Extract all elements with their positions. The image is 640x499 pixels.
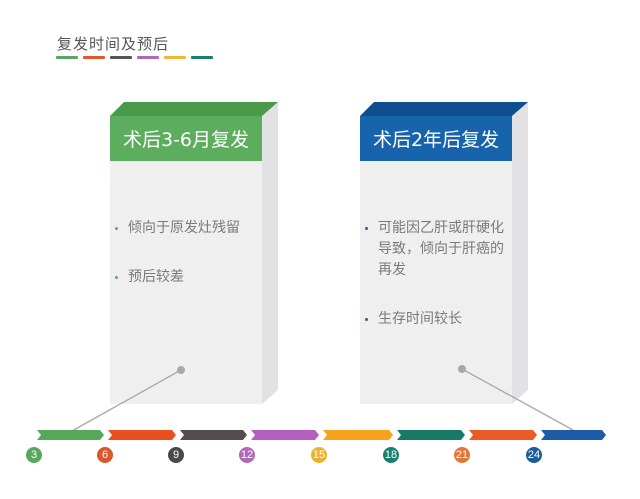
timeline-label-9: 9	[168, 447, 184, 463]
card-side	[512, 102, 528, 404]
timeline-segment	[108, 430, 176, 440]
timeline-segment	[37, 430, 104, 440]
timeline-label-18: 18	[383, 447, 399, 463]
bullet-item: 倾向于原发灶残留	[114, 218, 254, 239]
bullet-dot-icon	[365, 318, 368, 321]
title-bar	[164, 56, 186, 59]
title-bar	[56, 56, 78, 59]
timeline-label-12: 12	[239, 447, 255, 463]
card-side	[262, 102, 278, 404]
card-body	[360, 116, 512, 404]
timeline-label-24: 24	[526, 447, 542, 463]
title-bar	[110, 56, 132, 59]
card-header-top	[360, 102, 528, 116]
slide-title: 复发时间及预后	[57, 35, 170, 53]
bullet-dot-icon	[365, 227, 368, 230]
card-header-top	[110, 102, 278, 116]
bullet-item: 可能因乙肝或肝硬化导致，倾向于肝癌的再发	[364, 218, 508, 281]
card-header: 术后3-6月复发	[110, 116, 262, 161]
timeline-label-21: 21	[454, 447, 470, 463]
card-body	[110, 116, 262, 404]
title-bar	[83, 56, 105, 59]
bullet-dot-icon	[115, 276, 118, 279]
timeline-segment	[180, 430, 247, 440]
title-bar	[191, 56, 213, 59]
bullet-item: 预后较差	[114, 267, 254, 288]
timeline-segment	[541, 430, 606, 440]
timeline-segment	[323, 430, 393, 440]
bullet-dot-icon	[115, 227, 118, 230]
timeline-segment	[469, 430, 537, 440]
timeline-label-3: 3	[26, 447, 42, 463]
title-color-bars	[56, 56, 213, 59]
card-header: 术后2年后复发	[360, 116, 512, 161]
timeline-segment	[251, 430, 319, 440]
title-bar	[137, 56, 159, 59]
bullet-item: 生存时间较长	[364, 309, 508, 330]
timeline-label-6: 6	[97, 447, 113, 463]
timeline-label-15: 15	[311, 447, 327, 463]
timeline-segment	[397, 430, 465, 440]
